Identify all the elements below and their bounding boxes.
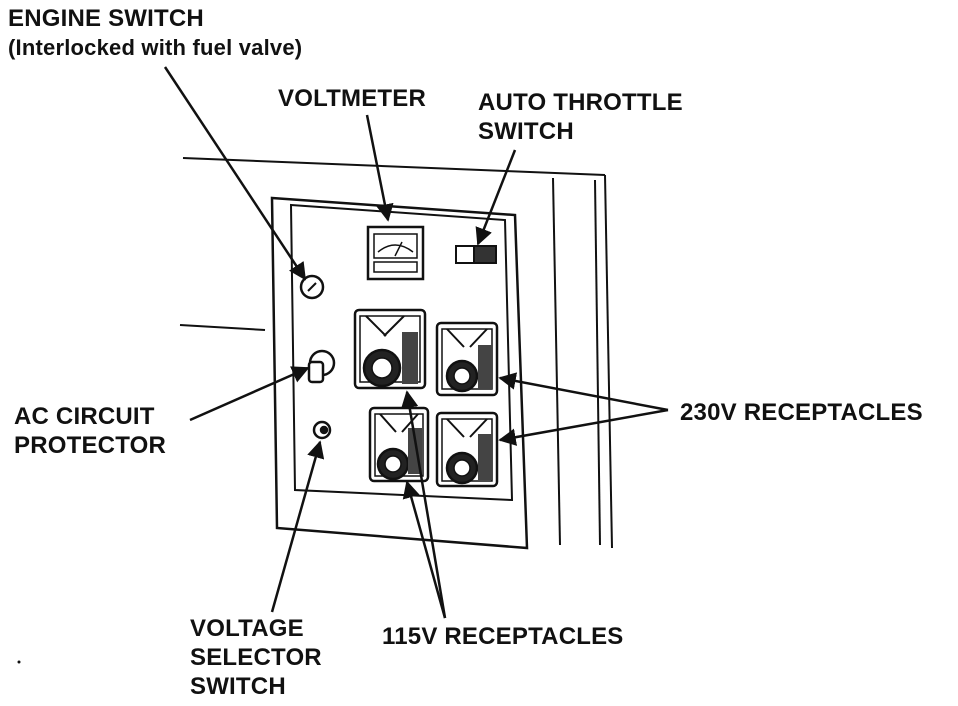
engine-switch-label: ENGINE SWITCH (Interlocked with fuel val… xyxy=(8,4,302,62)
230v-receptacles-label: 230V RECEPTACLES xyxy=(680,398,923,427)
voltage-selector-label: VOLTAGE SELECTOR SWITCH xyxy=(190,614,322,701)
receptacle-lower-right xyxy=(435,411,499,488)
voltage-selector-label-line2: SELECTOR xyxy=(190,644,322,671)
auto-throttle-label-line1: AUTO THROTTLE xyxy=(478,89,683,116)
voltmeter-leader xyxy=(365,114,394,222)
voltage-selector-knob xyxy=(312,420,332,440)
230v-leader-upper xyxy=(498,372,669,412)
auto-throttle-leader xyxy=(475,149,517,246)
voltage-selector-label-line1: VOLTAGE xyxy=(190,615,304,642)
ac-circuit-protector-leader xyxy=(189,366,310,422)
ac-circuit-protector-label: AC CIRCUIT PROTECTOR xyxy=(14,402,166,460)
voltmeter-label: VOLTMETER xyxy=(278,84,426,113)
generator-housing xyxy=(179,157,613,549)
voltmeter-label-text: VOLTMETER xyxy=(278,85,427,112)
receptacle-upper-right xyxy=(435,321,499,397)
230v-leader-lower xyxy=(498,408,669,446)
engine-switch-label-line1: ENGINE SWITCH xyxy=(8,5,204,32)
115v-receptacles-label-text: 115V RECEPTACLES xyxy=(382,623,624,650)
receptacle-upper-left xyxy=(353,308,427,390)
control-panel-plate xyxy=(270,196,529,550)
engine-switch-knob xyxy=(299,274,325,300)
engine-switch-leader xyxy=(163,66,307,281)
voltage-selector-leader xyxy=(270,440,325,613)
voltage-selector-label-line3: SWITCH xyxy=(190,673,286,700)
stray-dot xyxy=(17,660,21,664)
230v-receptacles-label-text: 230V RECEPTACLES xyxy=(680,399,923,426)
115v-leader-right xyxy=(402,480,447,619)
115v-leader-left xyxy=(400,390,447,619)
ac-circuit-protector-label-line2: PROTECTOR xyxy=(14,432,167,459)
auto-throttle-label-line2: SWITCH xyxy=(478,118,574,145)
ac-circuit-protector-label-line1: AC CIRCUIT xyxy=(14,403,155,430)
auto-throttle-label: AUTO THROTTLE SWITCH xyxy=(478,88,683,146)
ac-circuit-protector-device xyxy=(307,349,336,384)
engine-switch-label-line2: (Interlocked with fuel valve) xyxy=(8,35,303,60)
115v-receptacles-label: 115V RECEPTACLES xyxy=(382,622,624,651)
voltmeter-gauge xyxy=(366,225,425,281)
auto-throttle-switch xyxy=(455,245,497,264)
